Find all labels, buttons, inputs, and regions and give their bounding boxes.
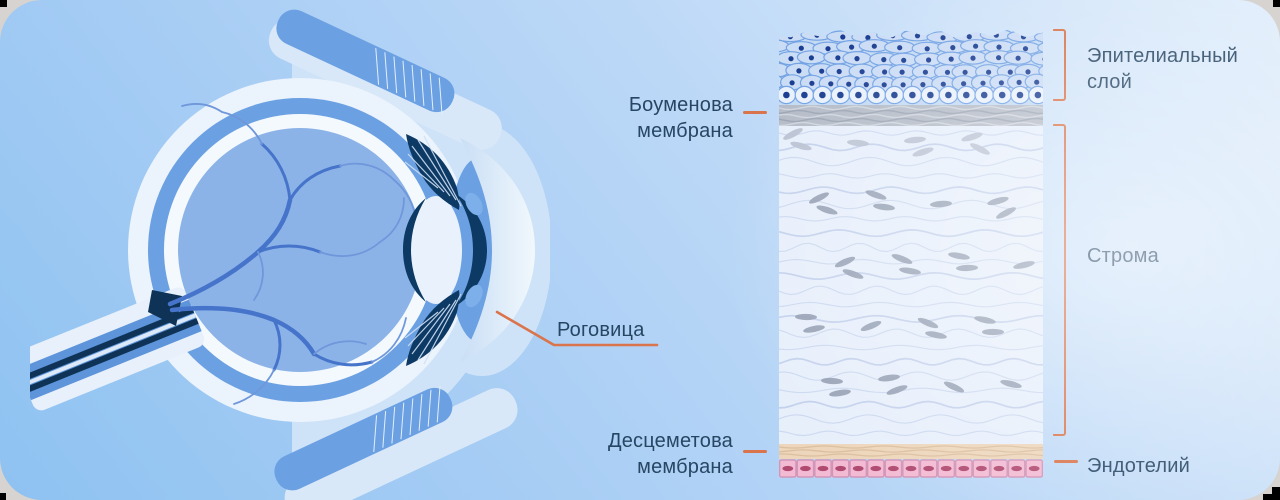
label-line: Боуменова bbox=[628, 94, 733, 116]
label-line: мембрана bbox=[637, 456, 733, 478]
label-line: Десцеметова bbox=[607, 430, 733, 452]
cornea-pointer-line bbox=[495, 310, 659, 347]
optic-nerve-head bbox=[148, 290, 182, 326]
descemet-membrane-band bbox=[779, 444, 1043, 459]
lens bbox=[410, 196, 462, 304]
optic-nerve bbox=[30, 287, 205, 411]
bowman-pointer-dash bbox=[743, 111, 767, 114]
stroma-band bbox=[779, 126, 1043, 444]
label-cornea: Роговица bbox=[557, 319, 645, 341]
label-line: слой bbox=[1087, 71, 1132, 93]
endothelium-band bbox=[779, 459, 1043, 478]
label-epithelial-layer: Эпителиальный слой bbox=[1087, 43, 1238, 95]
epithelium-bracket bbox=[1053, 29, 1066, 101]
eye-muscle-top bbox=[276, 9, 455, 115]
corner-mark-bottom-right bbox=[1263, 494, 1273, 500]
corner-mark-bottom-right bbox=[1272, 487, 1280, 500]
label-endothelium: Эндотелий bbox=[1087, 455, 1190, 477]
bowman-membrane-band bbox=[779, 105, 1043, 127]
eye-muscle-bottom bbox=[274, 385, 453, 491]
ciliary-processes bbox=[465, 192, 483, 308]
cornea-dome bbox=[460, 138, 535, 362]
label-stroma: Строма bbox=[1087, 245, 1159, 267]
corner-mark-top-left bbox=[0, 0, 7, 7]
zonule-fibers bbox=[404, 135, 462, 365]
label-descemet-membrane: Десцеметова мембрана bbox=[608, 428, 733, 480]
endothelium-pointer-dash bbox=[1054, 460, 1078, 463]
cornea-layer-diagram bbox=[779, 29, 1043, 478]
descemet-pointer-dash bbox=[743, 450, 767, 453]
label-line: мембрана bbox=[637, 120, 733, 142]
corner-mark-top-right bbox=[1273, 0, 1280, 7]
corner-mark-bottom-left bbox=[0, 493, 6, 500]
epithelial-layer-band bbox=[779, 29, 1043, 105]
stroma-bracket bbox=[1053, 124, 1066, 436]
label-bowman-membrane: Боуменова мембрана bbox=[629, 92, 733, 144]
label-line: Эпителиальный bbox=[1087, 45, 1239, 67]
eye-tendon-bottom bbox=[284, 388, 518, 500]
retinal-blood-vessels bbox=[167, 103, 417, 405]
eye-cross-section-illustration bbox=[30, 9, 550, 500]
